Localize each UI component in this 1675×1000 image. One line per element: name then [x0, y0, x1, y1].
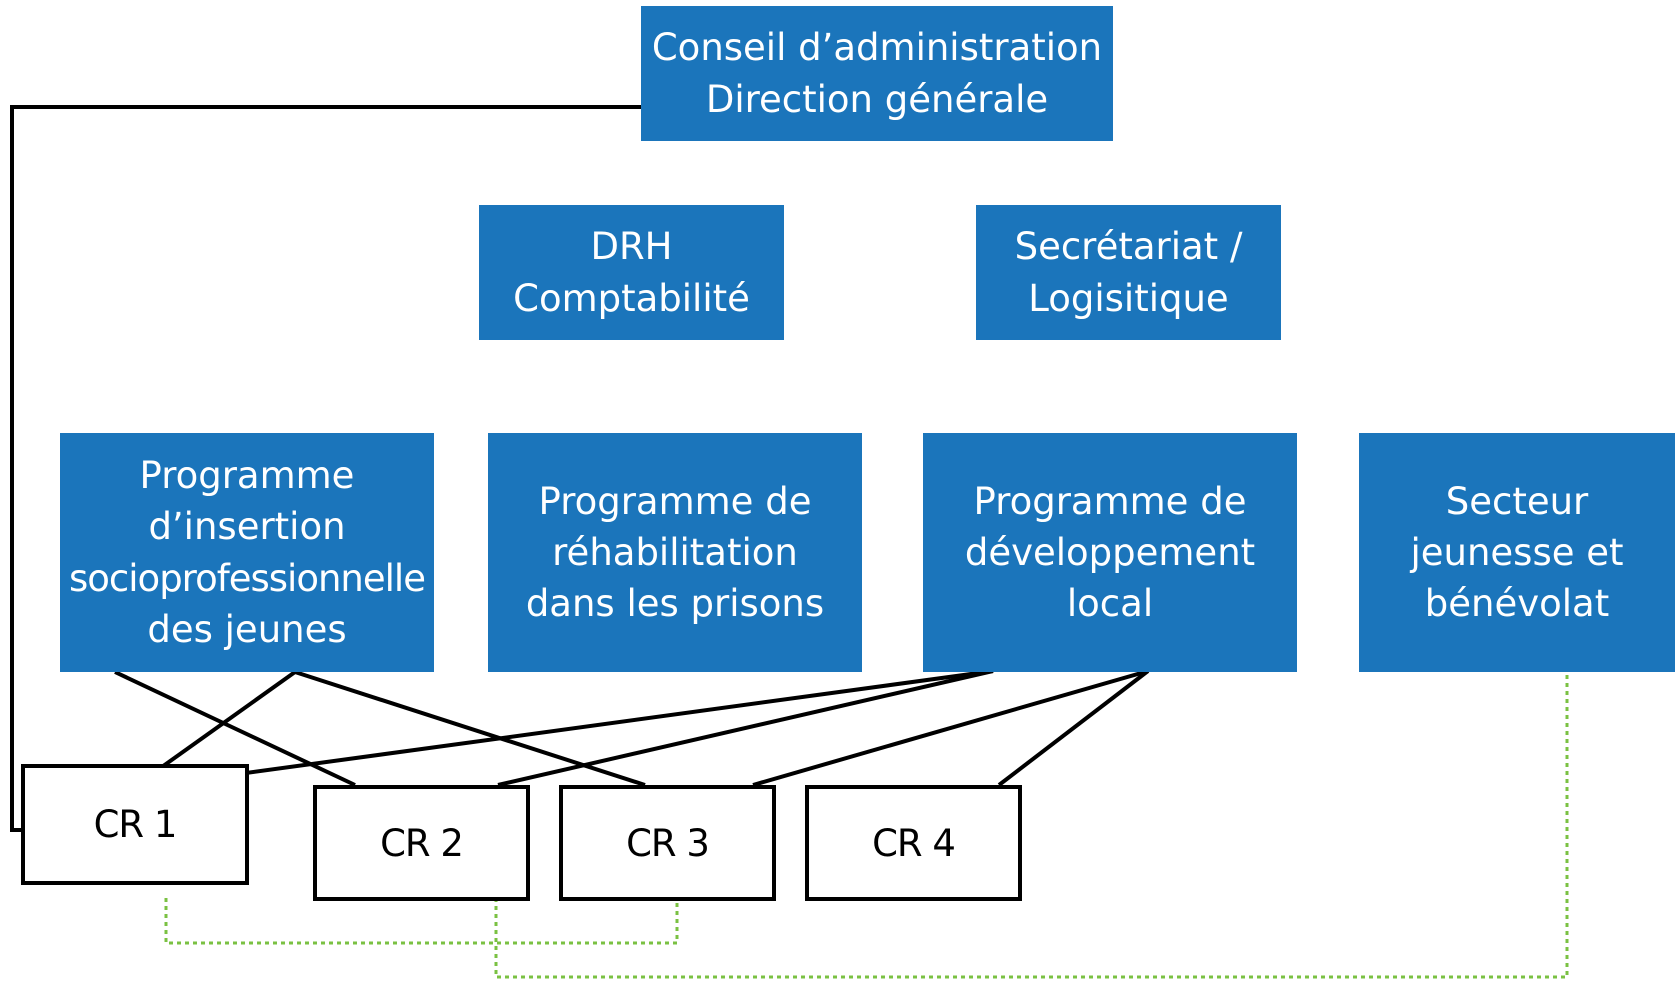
secretariat-logistics-box: Secrétariat / Logisitique [976, 205, 1281, 340]
youth-volunteering-sector-box: Secteur jeunesse et bénévolat [1359, 433, 1675, 672]
connector-prog1-to-cr3 [294, 670, 646, 787]
program-line: Secteur [1445, 479, 1589, 523]
program-line: jeunesse et [1410, 530, 1624, 574]
program-line: développement [964, 530, 1256, 574]
cr4-box: CR 4 [805, 785, 1022, 901]
cr3-box: CR 3 [559, 785, 776, 901]
hr-accounting-box: DRH Comptabilité [479, 205, 784, 340]
logistics-label: Logisitique [1028, 276, 1229, 320]
program-line: des jeunes [147, 607, 347, 651]
board-title: Conseil d’administration [651, 26, 1103, 70]
program-line: local [1066, 582, 1154, 626]
program-line: socioprofessionnelle [69, 556, 426, 600]
connector-prog3b-to-cr4 [997, 669, 1150, 787]
dotted-connector-cr1-cr3 [164, 898, 679, 945]
cr2-box: CR 2 [313, 785, 530, 901]
cr3-label: CR 3 [626, 821, 710, 865]
secretariat-label: Secrétariat / [1014, 225, 1243, 269]
program-line: Programme [139, 454, 355, 498]
board-direction-box: Conseil d’administration Direction génér… [641, 6, 1113, 141]
cr1-box: CR 1 [21, 764, 249, 885]
program-line: Programme de [973, 479, 1247, 523]
accounting-label: Comptabilité [513, 276, 750, 320]
hr-label: DRH [590, 225, 673, 269]
connector-prog3-to-cr1 [179, 669, 994, 784]
connector-prog3-to-cr2 [497, 669, 994, 787]
program-line: réhabilitation [552, 530, 798, 574]
cr2-label: CR 2 [380, 821, 464, 865]
program-youth-insertion-box: Programme d’insertion socioprofessionnel… [60, 433, 434, 672]
program-line: bénévolat [1424, 582, 1610, 626]
connector-prog1-to-cr2 [114, 670, 356, 787]
program-local-development-box: Programme de développement local [923, 433, 1297, 672]
program-prison-rehab-box: Programme de réhabilitation dans les pri… [488, 433, 862, 672]
program-line: dans les prisons [525, 582, 825, 626]
connector-prog3b-to-cr3 [752, 669, 1149, 787]
direction-title: Direction générale [705, 77, 1049, 121]
cr4-label: CR 4 [872, 821, 956, 865]
cr1-label: CR 1 [93, 803, 178, 846]
program-line: Programme de [538, 479, 812, 523]
program-line: d’insertion [148, 505, 346, 549]
